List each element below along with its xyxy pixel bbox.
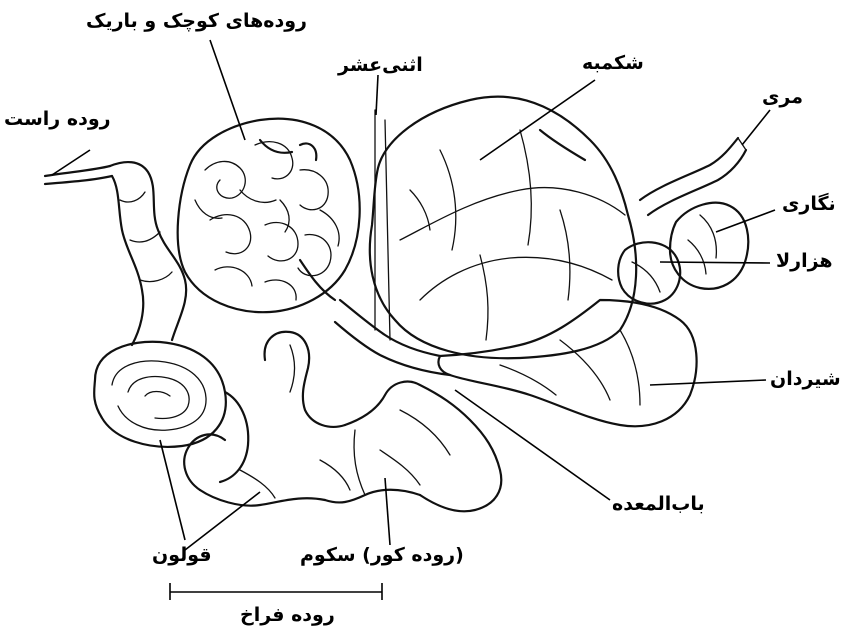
duodenum-drawing [300,110,450,375]
cecum-drawing [184,332,501,512]
label-large-intestine: روده فراخ [240,606,335,625]
label-cecum: (روده کور) سکوم [300,546,464,565]
label-rectum: روده راست [4,110,111,129]
label-duodenum: اثنی‌عشر [338,56,423,75]
label-small-intestine: روده‌های کوچک و باریک [86,12,307,31]
label-esophagus: مری [762,88,803,107]
label-rumen: شکمبه [582,54,644,73]
esophagus-drawing [640,138,746,215]
rumen-drawing [370,97,636,359]
label-omasum: هزارلا [776,252,833,271]
label-colon: قولون [152,546,212,565]
colon-drawing [94,342,248,482]
label-pylorus: باب‌المعده [612,495,705,514]
reticulum-drawing [670,203,748,289]
abomasum-drawing [438,300,696,426]
omasum-drawing [618,242,680,303]
label-reticulum: نگاری [782,195,836,214]
label-abomasum: شیردان [770,370,841,389]
small-intestine-drawing [178,119,360,313]
rectum-drawing [45,162,186,345]
